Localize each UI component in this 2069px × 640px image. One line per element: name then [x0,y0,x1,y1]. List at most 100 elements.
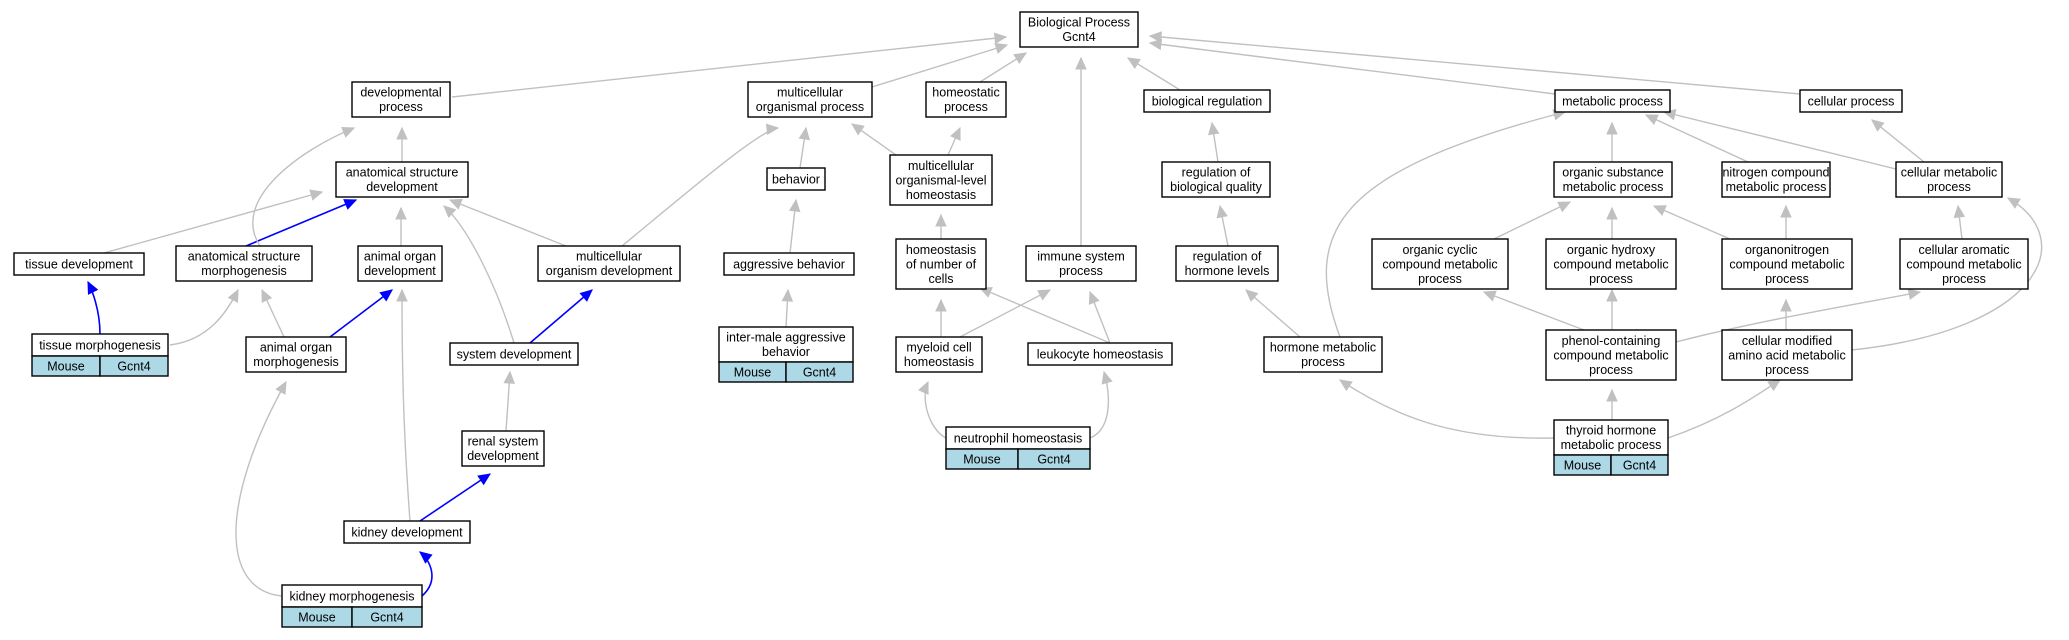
edge-kidneydev-to-aod [396,288,411,522]
node-label: multicellular [908,159,974,173]
edge-homnum-to-mlh [935,213,947,239]
edge-mod-to-asd [448,198,567,247]
node-label: development [366,180,438,194]
node-box [1027,342,1173,366]
node-box [461,430,545,467]
edge-aom-to-asm [261,288,285,338]
node-cellproc[interactable]: cellular process [1799,89,1903,113]
node-bioreg[interactable]: biological regulation [1143,89,1271,113]
node-aggr[interactable]: aggressive behavior [723,252,855,276]
node-label: compound metabolic [1553,257,1668,271]
node-label: organismal process [756,100,864,114]
edge-bioreg-to-bp [1126,57,1181,91]
node-label: multicellular [777,86,843,100]
annotation-cell-species: Mouse [945,448,1019,470]
node-label: behavior [762,345,810,359]
node-label: morphogenesis [253,355,338,369]
node-label: tissue morphogenesis [39,338,161,352]
annotation-text: Mouse [1564,459,1602,473]
node-label: process [379,100,423,114]
node-label: metabolic process [1562,94,1663,108]
annotation-text: Mouse [734,366,772,380]
edge-ncmp-to-metab [1644,114,1749,163]
node-box [925,81,1007,118]
edge-kidneymorph-to-kidneydev [419,551,433,597]
edge-asm-to-dev [252,126,356,247]
edge-asm-to-asd [245,199,358,247]
node-leuko[interactable]: leukocyte homeostasis [1027,342,1173,366]
node-label: process [1589,363,1633,377]
node-box [13,252,145,276]
edge-reghorm-to-regbq [1216,204,1229,247]
node-label: neutrophil homeostasis [954,431,1083,445]
annotation-cell-gene: Gcnt4 [99,355,169,377]
edge-intermale-to-aggr [781,288,794,328]
node-label: leukocyte homeostasis [1037,347,1163,361]
edge-sysdev-to-mod [529,289,593,344]
node-label: development [364,264,436,278]
node-label: process [1059,264,1103,278]
node-box [351,81,451,118]
node-behavior[interactable]: behavior [766,167,826,191]
edge-immune-to-bp [1075,56,1087,246]
node-label: homeostasis [906,243,976,257]
node-metab[interactable]: metabolic process [1554,89,1671,113]
edge-kidneydev-to-renal [419,473,492,522]
node-box [723,252,855,276]
node-label: process [1927,180,1971,194]
node-box [357,245,443,282]
node-box [449,342,579,366]
annotation-cell-gene: Gcnt4 [785,361,854,383]
edge-phenol-to-ohcmp [1606,288,1618,330]
node-label: animal organ [260,341,332,355]
node-label: inter-male aggressive [726,331,846,345]
node-box [1025,245,1137,282]
node-kidneydev[interactable]: kidney development [343,520,471,544]
node-box [1545,238,1677,290]
node-label: organic substance [1562,166,1664,180]
edge-myeloid-to-homnum [935,298,947,337]
annotation-text: Gcnt4 [117,360,150,374]
node-tissuedev[interactable]: tissue development [13,252,145,276]
node-box [1895,161,2003,198]
node-label: regulation of [1193,250,1262,264]
node-label: organismal-level [895,173,986,187]
node-sysdev[interactable]: system development [449,342,579,366]
node-label: homeostasis [906,188,976,202]
edge-homeo-to-bp [979,52,1028,83]
node-label: compound metabolic [1729,257,1844,271]
node-box [1553,161,1673,198]
node-box [1553,419,1669,456]
